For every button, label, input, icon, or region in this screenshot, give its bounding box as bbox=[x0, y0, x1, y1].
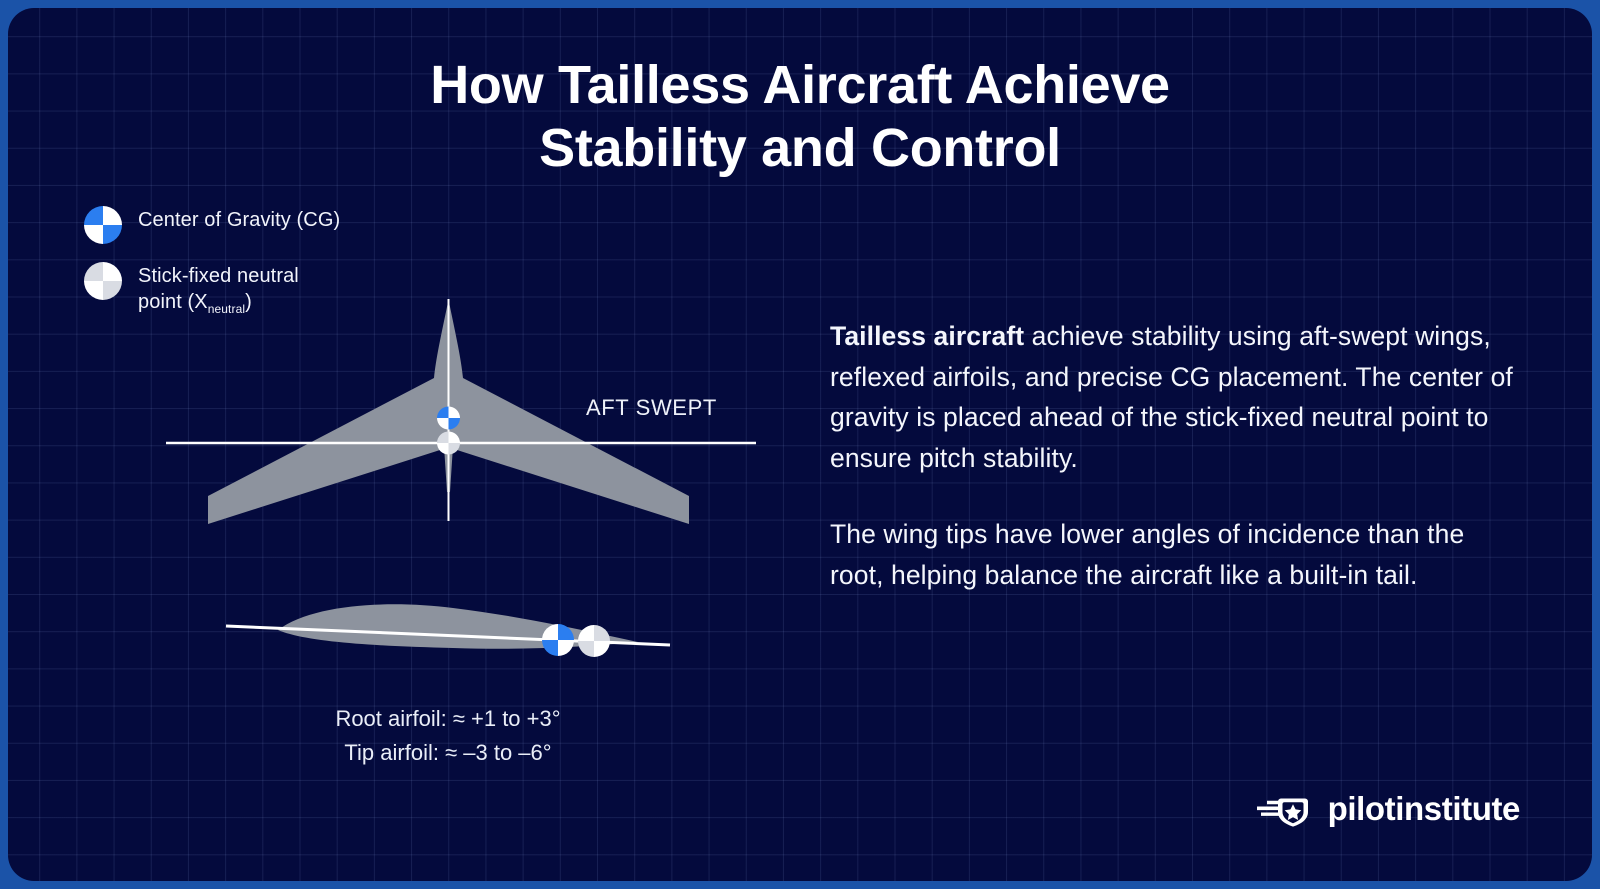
cg-marker-airfoil bbox=[542, 624, 574, 656]
root-airfoil-caption: Root airfoil: ≈ +1 to +3° bbox=[335, 706, 561, 731]
paragraph-2: The wing tips have lower angles of incid… bbox=[830, 519, 1465, 590]
legend: Center of Gravity (CG) Stick-fixed neutr… bbox=[84, 206, 504, 336]
paragraph-1-body: achieve stability using aft-swept wings,… bbox=[830, 321, 1513, 473]
legend-label-neutral-point: Stick-fixed neutral point (Xneutral) bbox=[138, 262, 299, 318]
airfoil-captions: Root airfoil: ≈ +1 to +3° Tip airfoil: ≈… bbox=[158, 702, 738, 770]
page-title-line-2: Stability and Control bbox=[539, 117, 1061, 178]
legend-label-neutral-point-line1: Stick-fixed neutral bbox=[138, 265, 299, 287]
neutral-point-marker-planform bbox=[437, 431, 460, 455]
aft-swept-planform-diagram bbox=[166, 299, 756, 524]
airfoil-cross-section-diagram bbox=[225, 604, 671, 657]
tip-airfoil-caption: Tip airfoil: ≈ –3 to –6° bbox=[344, 740, 552, 766]
page-title-line-1: How Tailless Aircraft Achieve bbox=[430, 55, 1170, 115]
winged-shield-star-icon bbox=[1256, 798, 1308, 827]
legend-item-center-of-gravity: Center of Gravity (CG) bbox=[84, 206, 504, 244]
paragraph-1-lead: Tailless aircraft bbox=[830, 321, 1025, 351]
aft-swept-label: AFT SWEPT bbox=[586, 395, 717, 420]
paragraph-1: Tailless aircraft achieve stability usin… bbox=[830, 316, 1520, 478]
page-title: How Tailless Aircraft Achieve Stability … bbox=[8, 54, 1592, 179]
brand-logo: pilotinstitute bbox=[1256, 789, 1521, 829]
neutral-point-marker-icon bbox=[84, 262, 122, 300]
neutral-point-marker-airfoil bbox=[578, 625, 610, 657]
brand-wordmark: pilotinstitute bbox=[1327, 790, 1521, 827]
cg-marker-planform bbox=[437, 406, 460, 430]
legend-label-neutral-point-subscript: neutral bbox=[207, 302, 246, 317]
legend-label-cg: Center of Gravity (CG) bbox=[138, 209, 341, 231]
cg-marker-icon bbox=[84, 206, 122, 244]
legend-label-neutral-point-close: ) bbox=[245, 291, 252, 314]
legend-item-neutral-point: Stick-fixed neutral point (Xneutral) bbox=[84, 262, 504, 318]
explanatory-copy: Tailless aircraft achieve stability usin… bbox=[830, 316, 1520, 631]
infographic-canvas: How Tailless Aircraft Achieve Stability … bbox=[8, 8, 1592, 881]
legend-label-neutral-point-line2: point (X bbox=[138, 291, 208, 314]
